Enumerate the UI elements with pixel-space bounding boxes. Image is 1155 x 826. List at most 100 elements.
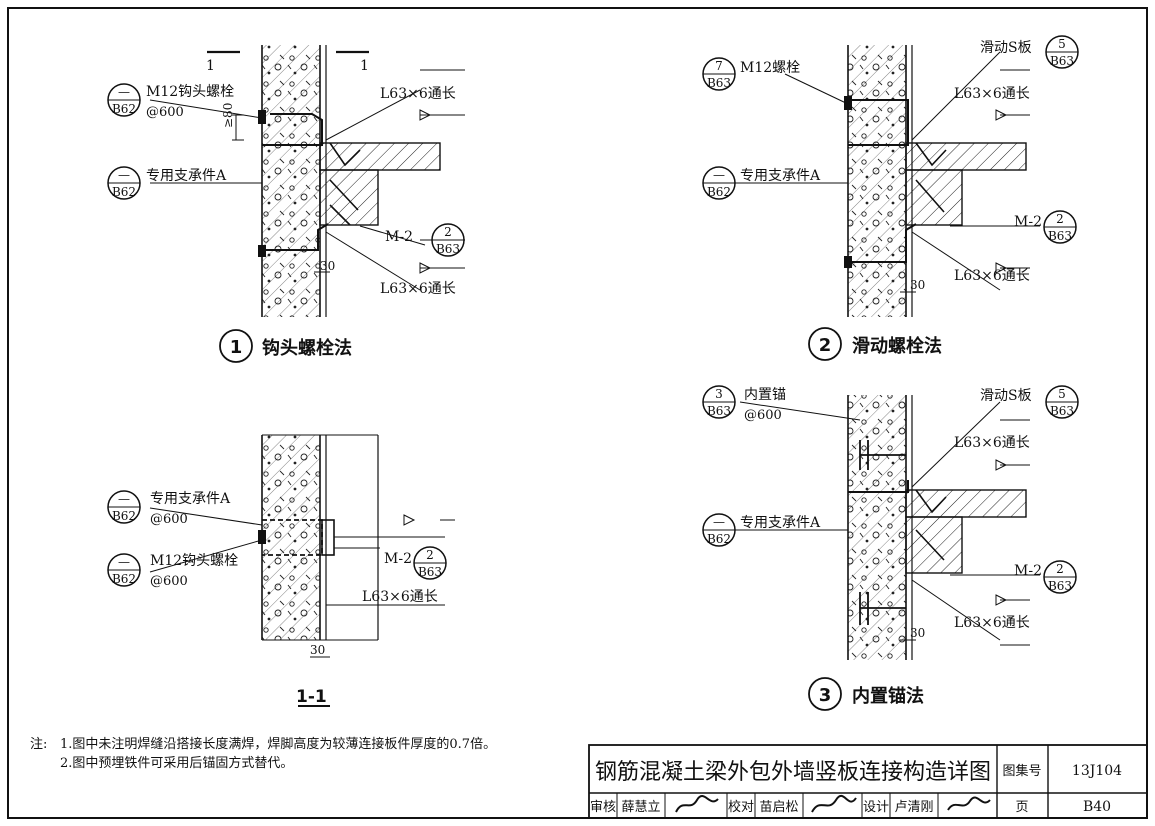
atlas-number: 13J104	[1072, 763, 1122, 779]
d2-bolt-ref-top: 7	[715, 59, 723, 73]
page-label: 页	[1015, 800, 1028, 815]
d3-m2-ref-sheet: B63	[1048, 579, 1072, 593]
review-signature	[675, 795, 719, 813]
d2-angle-label-bottom: L63×6通长	[954, 268, 1030, 284]
page-number: B40	[1083, 799, 1111, 815]
d3-callout-m2: M-2 2 B63	[1014, 560, 1077, 594]
check-label: 校对	[728, 799, 754, 815]
d1-title-number: 1	[230, 337, 243, 358]
d2-dim-30: 30	[910, 278, 925, 292]
d1-dim-80: ≥80	[221, 103, 235, 128]
d3-m2-label: M-2	[1014, 563, 1042, 579]
d2-m2-ref-top: 2	[1056, 212, 1064, 226]
d1-hook-bolt-label: M12钩头螺栓	[146, 84, 234, 100]
s11-callout-hook-bolt: — B62 M12钩头螺栓 @600	[107, 553, 238, 589]
note-1: 1.图中未注明焊缝沿搭接长度满焊，焊脚高度为较薄连接板件厚度的0.7倍。	[60, 737, 497, 752]
d3-title-text: 内置锚法	[852, 685, 924, 707]
s11-m2-label: M-2	[384, 551, 412, 567]
d3-callout-s-plate: 滑动S板 5 B63	[980, 385, 1079, 419]
d3-support-ref-top: —	[713, 515, 725, 529]
d1-section-mark-right: 1	[360, 58, 369, 74]
d3-callout-anchor: 3 B63 内置锚 @600	[702, 385, 786, 423]
d1-angle-label-bottom: L63×6通长	[380, 281, 456, 297]
s11-hook-bolt-ref-top: —	[118, 555, 130, 569]
s11-support-ref-sheet: B62	[112, 509, 136, 523]
notes-label: 注:	[30, 737, 48, 752]
d1-hook-bolt-ref-sheet: B62	[112, 102, 136, 116]
design-signature	[947, 796, 991, 811]
d1-m2-label: M-2	[385, 229, 413, 245]
title-block: 钢筋混凝土梁外包外墙竖板连接构造详图 图集号 13J104 页 B40 审核 薛…	[588, 744, 1148, 819]
d1-angle-label-top: L63×6通长	[380, 86, 456, 102]
d2-callout-bolt: 7 B63 M12螺栓	[702, 57, 800, 91]
d1-support-label: 专用支承件A	[146, 168, 227, 184]
s11-support-ref-top: —	[118, 492, 130, 506]
d3-s-plate-ref-top: 5	[1058, 387, 1066, 401]
section-1-1-drawing	[149, 434, 455, 707]
d1-hook-bolt-ref-top: —	[118, 85, 130, 99]
d3-s-plate-label: 滑动S板	[980, 387, 1032, 404]
s11-hook-bolt-spacing: @600	[150, 574, 188, 589]
note-2: 2.图中预埋铁件可采用后锚固方式替代。	[60, 756, 294, 771]
d3-callout-support: — B62 专用支承件A	[702, 513, 821, 547]
review-name: 薛慧立	[621, 799, 660, 815]
d3-support-ref-sheet: B62	[707, 532, 731, 546]
review-label: 审核	[590, 800, 616, 815]
d2-callout-m2: M-2 2 B63	[1014, 210, 1077, 244]
detail-3-drawing	[735, 395, 1040, 660]
d1-title-text: 钩头螺栓法	[262, 337, 352, 359]
d1-title: 1 钩头螺栓法	[219, 329, 352, 363]
d3-anchor-ref-sheet: B63	[707, 404, 731, 418]
d2-support-ref-top: —	[713, 168, 725, 182]
d1-callout-support: — B62 专用支承件A	[107, 166, 227, 200]
d2-callout-support: — B62 专用支承件A	[702, 166, 821, 200]
check-signature	[811, 794, 857, 813]
d1-callout-hook-bolt: — B62 M12钩头螺栓 @600	[107, 83, 234, 120]
d1-m2-ref-top: 2	[444, 225, 452, 239]
d2-callout-s-plate: 滑动S板 5 B63	[980, 35, 1079, 69]
d1-support-ref-sheet: B62	[112, 185, 136, 199]
s11-title: 1-1	[296, 687, 327, 707]
d2-angle-label-top: L63×6通长	[954, 86, 1030, 102]
d2-s-plate-ref-top: 5	[1058, 37, 1066, 51]
s11-dim-30: 30	[310, 643, 325, 657]
d3-angle-label-bottom: L63×6通长	[954, 615, 1030, 631]
d1-dim-30: 30	[320, 259, 335, 273]
sheet-frame	[7, 7, 1148, 819]
design-label: 设计	[863, 800, 889, 815]
d3-s-plate-ref-sheet: B63	[1050, 404, 1074, 418]
notes-block: 注: 1.图中未注明焊缝沿搭接长度满焊，焊脚高度为较薄连接板件厚度的0.7倍。 …	[30, 735, 496, 773]
sheet-title: 钢筋混凝土梁外包外墙竖板连接构造详图	[595, 760, 991, 785]
d1-hook-bolt-spacing: @600	[146, 105, 184, 120]
check-name: 苗启松	[759, 800, 798, 815]
d3-m2-ref-top: 2	[1056, 562, 1064, 576]
s11-callout-m2: M-2 2 B63	[384, 546, 447, 580]
d3-anchor-label: 内置锚	[744, 387, 786, 403]
d2-bolt-label: M12螺栓	[740, 60, 800, 76]
d2-title-number: 2	[819, 335, 832, 356]
d1-m2-ref-sheet: B63	[436, 242, 460, 256]
d3-anchor-spacing: @600	[744, 408, 782, 423]
design-name: 卢清刚	[894, 799, 933, 815]
s11-angle-label: L63×6通长	[362, 589, 438, 605]
d2-title-text: 滑动螺栓法	[852, 335, 942, 357]
d2-bolt-ref-sheet: B63	[707, 76, 731, 90]
d1-support-ref-top: —	[118, 168, 130, 182]
d2-m2-ref-sheet: B63	[1048, 229, 1072, 243]
d1-callout-m2: M-2 2 B63	[385, 223, 465, 257]
d2-support-label: 专用支承件A	[740, 168, 821, 184]
s11-hook-bolt-ref-sheet: B62	[112, 572, 136, 586]
s11-callout-support: — B62 专用支承件A @600	[107, 490, 231, 527]
d3-title: 3 内置锚法	[808, 677, 924, 711]
d2-title: 2 滑动螺栓法	[808, 327, 942, 361]
d2-s-plate-ref-sheet: B63	[1050, 54, 1074, 68]
d2-m2-label: M-2	[1014, 214, 1042, 230]
detail-2-drawing	[735, 45, 1040, 317]
s11-hook-bolt-label: M12钩头螺栓	[150, 553, 238, 569]
detail-1-drawing	[149, 45, 465, 317]
d2-s-plate-label: 滑动S板	[980, 39, 1032, 56]
atlas-label: 图集号	[1002, 763, 1041, 779]
d2-support-ref-sheet: B62	[707, 185, 731, 199]
d3-support-label: 专用支承件A	[740, 515, 821, 531]
